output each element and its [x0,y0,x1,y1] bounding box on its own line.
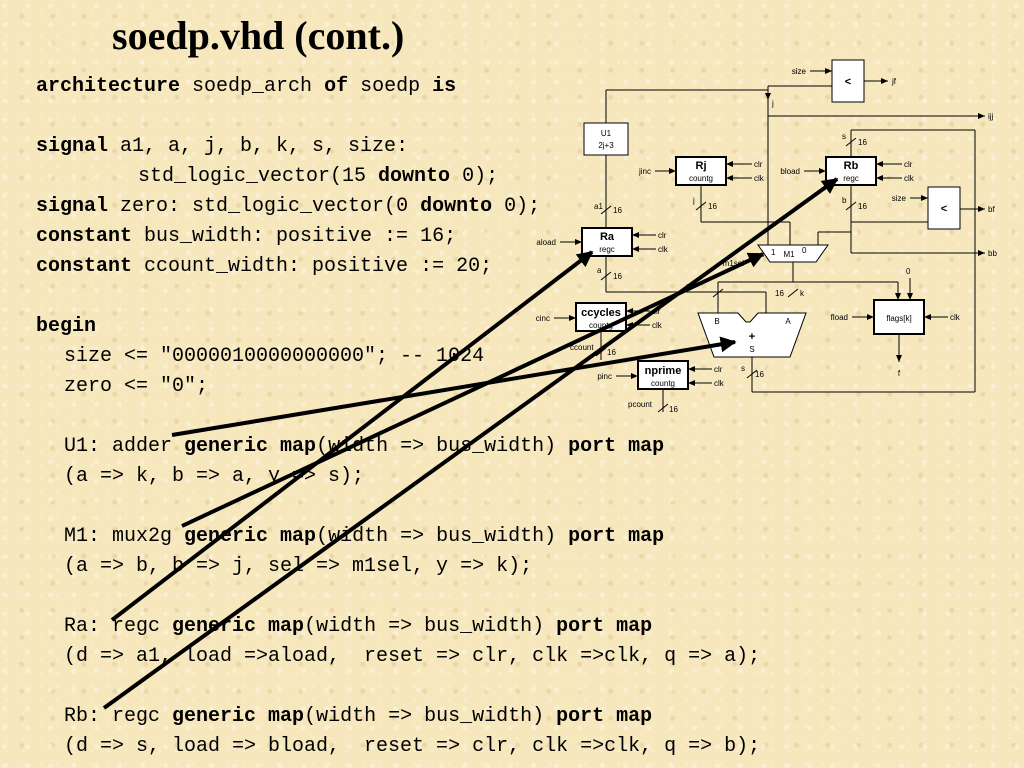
rb-clk-label: clk [904,174,915,183]
j-label-2: j [692,196,695,205]
code-line-m1-ports: (a => b, b => j, sel => m1sel, y => k); [64,555,533,578]
code-line-vector-type: std_logic_vector(15 downto 0); [138,165,499,188]
rb-clr-label: clr [904,160,913,169]
width-16-j: 16 [708,202,717,211]
arrow-rb-to-register-b [102,177,839,710]
nprime-clk-label: clk [714,379,725,388]
code-line-architecture: architecture soedp_arch of soedp is [36,75,457,98]
a1-label: a1 [594,202,603,211]
arrow-m1-to-mux [181,252,765,528]
rb-type: regc [843,174,859,183]
adder-input-a: A [785,317,791,326]
mux-input-0: 0 [802,246,807,255]
adder-input-b: B [714,317,719,326]
b-label: b [842,196,847,205]
fload-label: fload [831,313,848,322]
rb-name: Rb [844,160,859,172]
m1sel-label: m1sel [723,259,745,268]
size-label: size [792,67,807,76]
code-line-constant-ccount: constant ccount_width: positive := 20; [36,255,493,278]
mux-name: M1 [783,250,795,259]
ccycles-clk-label: clk [652,321,663,330]
bb-label: bb [988,249,997,258]
code-line-signal-decl: signal a1, a, j, b, k, s, size: [36,135,409,158]
a-label: a [597,266,602,275]
bf-label: bf [988,205,995,214]
jf-label: jf [891,77,897,86]
code-line-size-assign: size <= "0000010000000000"; -- 1024 [64,345,485,368]
pcount-label: pcount [628,400,653,409]
ra-clk-label: clk [658,245,669,254]
mux-input-1: 1 [771,248,776,257]
ra-name: Ra [600,231,615,243]
s-label-top: s [842,132,846,141]
f-label: f [898,369,901,378]
u1-name: U1 [601,129,612,138]
zero-label: 0 [906,267,911,276]
flags-clk-label: clk [950,313,961,322]
width-16-s: 16 [858,138,867,147]
u1-expression: 2j+3 [598,141,614,150]
rj-type: countg [689,174,713,183]
arrow-u1-to-adder [171,336,737,437]
code-line-m1: M1: mux2g generic map(width => bus_width… [64,525,665,548]
width-16-b: 16 [858,202,867,211]
rj-clr-label: clr [754,160,763,169]
comparator2-symbol: < [941,203,947,215]
bload-label: bload [780,167,800,176]
s-label-bottom: s [741,364,745,373]
ijj-label: ijj [988,112,994,121]
width-16-ccount: 16 [607,348,616,357]
ra-type: regc [599,245,615,254]
code-line-begin: begin [36,315,97,338]
pinc-label: pinc [597,372,612,381]
cinc-label: cinc [536,314,550,323]
code-line-signal-zero: signal zero: std_logic_vector(0 downto 0… [36,195,541,218]
width-16-k: 16 [775,289,784,298]
nprime-type: countg [651,379,675,388]
ccycles-name: ccycles [581,307,621,319]
width-16-s-bottom: 16 [755,370,764,379]
code-line-rb: Rb: regc generic map(width => bus_width)… [64,705,653,728]
size-label-2: size [892,194,907,203]
code-line-ra: Ra: regc generic map(width => bus_width)… [64,615,653,638]
rj-clk-label: clk [754,174,765,183]
code-line-u1-ports: (a => k, b => a, y => s); [64,465,365,488]
code-line-rb-ports: (d => s, load => bload, reset => clr, cl… [64,735,761,758]
comparator-symbol: < [845,76,851,88]
arrow-ra-to-register-a [110,250,594,622]
code-line-ra-ports: (d => a1, load =>aload, reset => clr, cl… [64,645,761,668]
slide-title: soedp.vhd (cont.) [112,13,405,58]
width-16-pcount: 16 [669,405,678,414]
adder-plus: + [749,331,755,343]
nprime-clr-label: clr [714,365,723,374]
code-line-zero-assign: zero <= "0"; [64,375,209,398]
jinc-label: jinc [638,167,651,176]
ccycles-type: countg [589,321,613,330]
width-16-a1: 16 [613,206,622,215]
aload-label: aload [536,238,556,247]
ccount-label: ccount [570,343,594,352]
k-label: k [800,289,805,298]
j-label: j [771,99,774,108]
adder-output-s: S [749,345,754,354]
nprime-name: nprime [645,365,682,377]
rj-name: Rj [696,160,707,172]
ra-clr-label: clr [658,231,667,240]
code-line-constant-bus: constant bus_width: positive := 16; [36,225,457,248]
flags-name: flags[k] [886,314,911,323]
width-16-a: 16 [613,272,622,281]
